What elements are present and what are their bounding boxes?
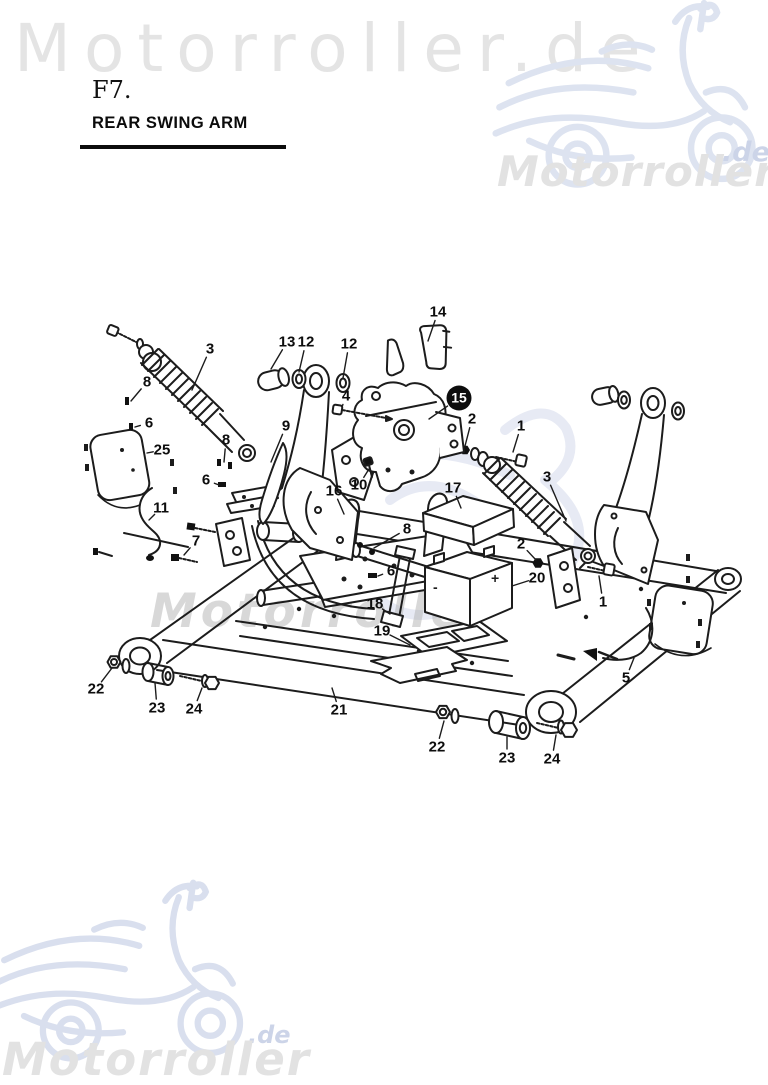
part-number-label: 23 xyxy=(148,699,166,717)
part-number-label: 15 xyxy=(446,385,472,411)
shock-bolt-top xyxy=(495,453,528,468)
blade-bracket xyxy=(258,442,288,525)
part-number-label: 2 xyxy=(467,410,477,428)
part-number-label: 1 xyxy=(598,593,608,611)
part-number-label: 17 xyxy=(444,479,462,497)
part-number-label: 12 xyxy=(340,335,358,353)
caliper-mount-bolt xyxy=(362,456,374,478)
part-number-label: 3 xyxy=(205,340,215,358)
part-number-label: 22 xyxy=(87,680,105,698)
part-number-label: 25 xyxy=(153,441,171,459)
part-number-label: 11 xyxy=(153,499,169,517)
pivot-bushings-left xyxy=(257,367,351,393)
watermark-bottom-left-brand: Motorroller xyxy=(2,1033,311,1085)
mud-flap-right xyxy=(647,554,714,657)
fasteners-bottom-right xyxy=(435,704,578,740)
hook-wire xyxy=(93,487,189,561)
right-shock-absorber xyxy=(460,445,596,609)
part-number-label: 6 xyxy=(201,471,211,489)
leader-lines xyxy=(100,319,635,751)
caliper-axle-bolt xyxy=(331,403,393,422)
title-underline xyxy=(80,145,286,149)
part-number-label: 9 xyxy=(281,417,291,435)
battery-cover xyxy=(422,495,515,546)
mud-flap-left xyxy=(84,428,177,509)
part-number-label: 4 xyxy=(341,387,351,405)
battery-tray xyxy=(370,620,508,684)
part-number-label: 8 xyxy=(142,373,152,391)
left-shock-absorber xyxy=(106,324,256,462)
figure-code: F7. xyxy=(92,76,132,104)
part-number-label: 21 xyxy=(330,701,348,719)
battery-plus-mark: + xyxy=(491,570,499,586)
stand-hook xyxy=(556,607,654,661)
pivot-bushings-right xyxy=(591,385,685,421)
part-number-label: 24 xyxy=(543,750,561,768)
part-number-label: 8 xyxy=(221,431,231,449)
part-number-label: 2 xyxy=(516,535,526,553)
part-number-label: 1 xyxy=(516,417,526,435)
part-number-label: 3 xyxy=(542,468,552,486)
page-title: REAR SWING ARM xyxy=(92,114,248,132)
part-number-label: 20 xyxy=(528,569,546,587)
part-number-label: 6 xyxy=(144,414,154,432)
part-number-label: 14 xyxy=(429,303,447,321)
part-number-label: 19 xyxy=(373,622,391,640)
part-number-label: 5 xyxy=(621,669,631,687)
battery: - + xyxy=(424,545,513,627)
part-number-label: 24 xyxy=(185,700,203,718)
part-number-label: 12 xyxy=(297,333,315,351)
support-rod xyxy=(380,545,416,628)
brake-pads xyxy=(385,324,453,377)
part-number-label: 7 xyxy=(191,532,201,550)
part-number-label: 8 xyxy=(402,520,412,538)
part-number-label: 10 xyxy=(350,476,368,494)
watermark-top-right-tld: .de xyxy=(722,137,768,168)
watermark-top-right-brand: Motorroller xyxy=(497,147,768,196)
right-swing-arm xyxy=(579,387,666,585)
part-number-label: 23 xyxy=(498,749,516,767)
fender-arc xyxy=(251,525,375,620)
brake-caliper xyxy=(331,381,465,501)
bracket-bolts xyxy=(171,522,216,563)
small-fasteners xyxy=(125,397,377,578)
part-number-label: 6 xyxy=(386,562,396,580)
frame-bolt-right xyxy=(587,562,616,577)
part-number-label: 16 xyxy=(325,482,343,500)
part-number-label: 22 xyxy=(428,738,446,756)
battery-minus-mark: - xyxy=(433,579,438,595)
watermark-bottom-left-tld: .de xyxy=(248,1021,291,1049)
fasteners-bottom-left xyxy=(106,655,220,691)
part-number-label: 18 xyxy=(366,595,384,613)
part-number-label: 13 xyxy=(278,333,296,351)
